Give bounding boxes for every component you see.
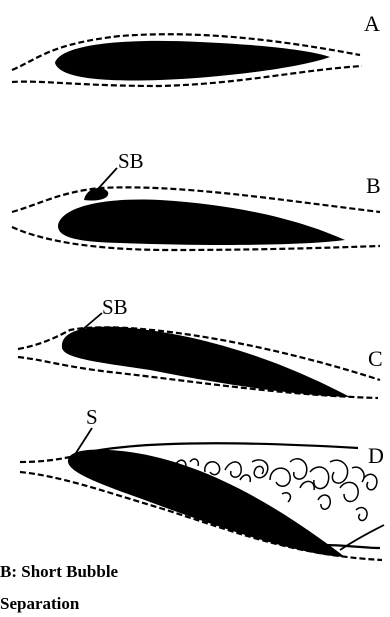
streamline-d-upper [20, 457, 70, 462]
case-letter-a: A [364, 11, 380, 36]
panel-a: A [12, 11, 380, 86]
case-letter-d: D [368, 443, 384, 468]
legend-line-short-bubble: B: Short Bubble [0, 562, 118, 582]
airfoil-d [68, 450, 345, 557]
pointer-b [97, 168, 117, 190]
separation-label-d: S [86, 405, 98, 429]
short-bubble-label-b: SB [118, 149, 144, 173]
legend-line-separation: Separation [0, 594, 79, 614]
case-letter-b: B [366, 173, 381, 198]
short-bubble-b [84, 188, 108, 201]
short-bubble-label-c: SB [102, 295, 128, 319]
case-letter-c: C [368, 346, 383, 371]
panel-d: S D [20, 405, 384, 560]
airfoil-b [58, 200, 345, 245]
panel-c: SB C [18, 295, 383, 398]
panel-b: SB B [12, 149, 381, 250]
airfoil-a [55, 41, 330, 81]
